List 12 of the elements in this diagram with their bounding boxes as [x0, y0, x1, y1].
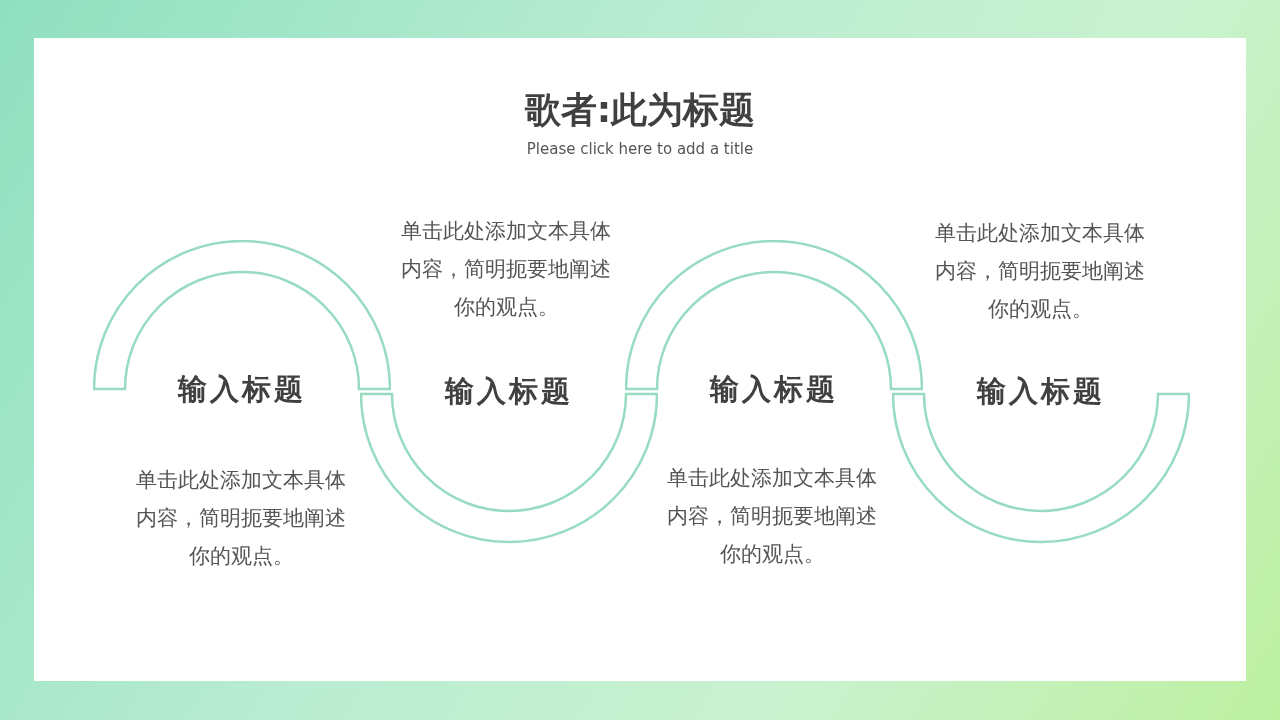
description-text: 单击此处添加文本具体内容，简明扼要地阐述你的观点。 [934, 220, 1146, 323]
description-text: 单击此处添加文本具体内容，简明扼要地阐述你的观点。 [400, 218, 612, 321]
title-text: 歌者:此为标题 [523, 88, 757, 132]
heading-text: 输入标题 [975, 373, 1106, 410]
heading-text: 输入标题 [443, 373, 574, 410]
subtitle-text: Please click here to add a title [525, 140, 755, 158]
description-text: 单击此处添加文本具体内容，简明扼要地阐述你的观点。 [666, 465, 878, 568]
half-ring-band [625, 240, 923, 406]
heading-text: 输入标题 [176, 371, 307, 408]
half-ring-band [93, 240, 391, 406]
heading-text: 输入标题 [708, 371, 839, 408]
description-text: 单击此处添加文本具体内容，简明扼要地阐述你的观点。 [135, 467, 347, 570]
